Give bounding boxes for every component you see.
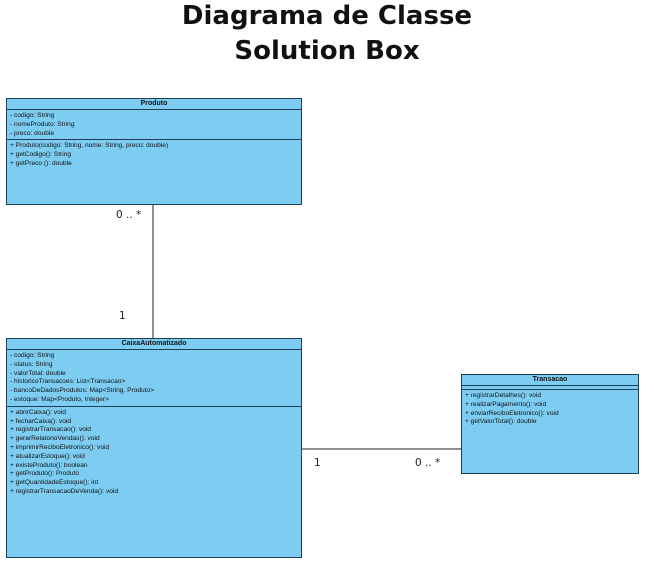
attribute: - nomeProduto: String [10,120,75,128]
class-caixa-attributes: - codigo: String - status: String - valo… [7,350,301,407]
method: + atualizarEstoque(): void [10,452,85,460]
method: + imprimirReciboEletronico(): void [10,443,110,451]
method: + gerarRelatorioVendas(): void [10,435,100,443]
attribute: - valorTotal: double [10,369,66,377]
attribute: - estoque: Map<Produto, Integer> [10,395,109,403]
diagram-title-line2: Solution Box [234,36,420,66]
class-produto-name: Produto [7,99,301,110]
class-caixa-name: CaixaAutomatizado [7,339,301,350]
method: + registrarTransacao(): void [10,426,91,434]
attribute: - preco: double [10,129,54,137]
class-transacao[interactable]: Transacao + registrarDetalhes(): void + … [461,374,639,474]
method: + getQuantidadeEstoque(): int [10,479,99,487]
method: + Produto(codigo: String, nome: String, … [10,142,169,150]
method: + abrirCaixa(): void [10,408,66,416]
class-produto[interactable]: Produto - codigo: String - nomeProduto: … [6,98,302,205]
attribute: - bancoDeDadosProdutos: Map<String, Prod… [10,387,155,395]
method: + registrarTransacaoDeVenda(): void [10,487,119,495]
method: + getProduto(): Produto [10,470,80,478]
attribute: - codigo: String [10,352,55,359]
method: + registrarDetalhes(): void [465,392,542,399]
class-produto-methods: + Produto(codigo: String, nome: String, … [7,140,301,169]
class-transacao-name: Transacao [462,375,638,386]
class-caixa-automatizado[interactable]: CaixaAutomatizado - codigo: String - sta… [6,338,302,558]
attribute: - status: String [10,360,53,368]
method: + existeProduto(): boolean [10,461,88,469]
class-produto-attributes: - codigo: String - nomeProduto: String -… [7,110,301,141]
method: + fecharCaixa(): void [10,417,72,425]
method: + enviarReciboEletronico(): void [465,409,559,417]
method: + getCodigo(): String [10,151,72,159]
class-transacao-attributes [462,386,638,390]
class-caixa-methods: + abrirCaixa(): void + fecharCaixa(): vo… [7,407,301,498]
multiplicity-caixa-end-produto: 1 [119,310,126,322]
attribute: - historicoTransacoes: List<Transacao> [10,378,126,386]
class-transacao-methods: + registrarDetalhes(): void + realizarPa… [462,390,638,428]
multiplicity-caixa-end-transacao: 1 [314,457,321,469]
diagram-title-line1: Diagrama de Classe [181,1,473,31]
attribute: - codigo: String [10,112,55,119]
multiplicity-produto-end: 0 .. * [116,209,142,221]
method: + getValorTotal(): double [465,418,537,426]
method: + realizarPagamento(): void [465,400,547,408]
multiplicity-transacao-end: 0 .. * [415,457,441,469]
method: + getPreco (): double [10,159,72,167]
